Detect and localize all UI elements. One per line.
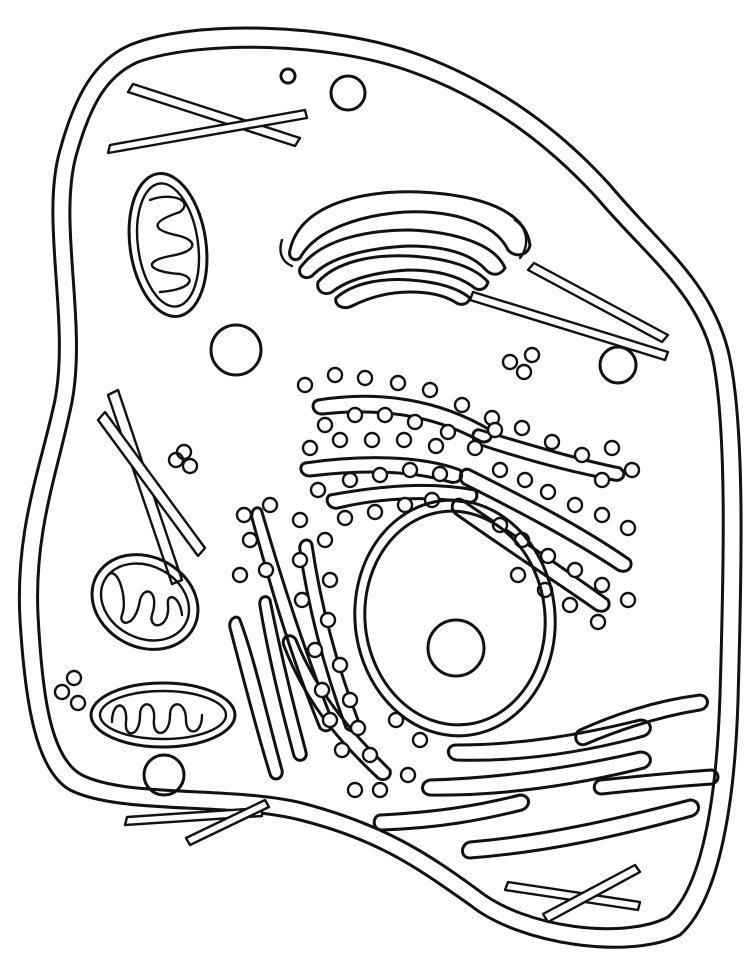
ribosome [298, 378, 312, 392]
ribosome [391, 376, 405, 390]
ribosome [237, 508, 251, 522]
ribosome [295, 593, 309, 607]
ribosome [318, 533, 332, 547]
ribosome [511, 568, 525, 582]
ribosome [568, 563, 582, 577]
ribosome [323, 573, 337, 587]
ribosome [303, 441, 317, 455]
ribosome [293, 553, 307, 567]
ribosome [378, 408, 392, 422]
ribosome [433, 467, 447, 481]
mitochondrion-bottom [91, 683, 235, 747]
ribosome [315, 683, 329, 697]
filament-left-middle [98, 390, 205, 584]
ribosome [318, 418, 332, 432]
ribosome [351, 721, 365, 735]
ribosome [397, 433, 411, 447]
ribosome [595, 578, 609, 592]
ribosome [413, 733, 427, 747]
ribosome [348, 408, 362, 422]
ribosome [338, 511, 352, 525]
ribosome [621, 593, 635, 607]
ribosome [365, 433, 379, 447]
ribosome [293, 513, 307, 527]
ribosome [311, 483, 325, 497]
ribosome [358, 371, 372, 385]
ribosome [308, 643, 322, 657]
ribosome [518, 473, 532, 487]
ribosome [625, 463, 639, 477]
ribosome [493, 463, 507, 477]
smooth-endoplasmic-reticulum [230, 597, 718, 858]
ribosome [323, 713, 337, 727]
ribosome [233, 568, 247, 582]
ribosome [363, 748, 377, 762]
ribosome [563, 598, 577, 612]
ribosome [515, 421, 529, 435]
mitochondrion-middle [75, 536, 214, 667]
ribosome [595, 473, 609, 487]
ribosome [455, 398, 469, 412]
ribosome [333, 433, 347, 447]
ribosome [348, 783, 362, 797]
ribosome [541, 549, 555, 563]
filament-top-left [108, 84, 307, 153]
ribosome [423, 383, 437, 397]
ribosome [605, 441, 619, 455]
ribosome [328, 368, 342, 382]
ribosome [575, 448, 589, 462]
ribosome [333, 658, 347, 672]
ribosome [335, 743, 349, 757]
ribosome [259, 563, 273, 577]
ribosome [403, 463, 417, 477]
ribosome [373, 783, 387, 797]
ribosome [368, 505, 382, 519]
nucleolus [428, 620, 484, 676]
ribosome [541, 485, 555, 499]
ribosome [591, 615, 605, 629]
mitochondria [75, 168, 235, 747]
ribosome [343, 693, 357, 707]
ribosome [441, 425, 455, 439]
ribosome [263, 498, 277, 512]
ribosome [408, 415, 422, 429]
ribosome [545, 435, 559, 449]
ribosome [429, 439, 443, 453]
ribosome [568, 498, 582, 512]
ribosome [488, 423, 502, 437]
filament-right [470, 263, 668, 360]
ribosome [401, 768, 415, 782]
ribosome [373, 468, 387, 482]
nucleus [343, 490, 567, 746]
ribosome [468, 441, 482, 455]
ribosome [343, 473, 357, 487]
ribosome [321, 613, 335, 627]
ribosome [621, 521, 635, 535]
ribosome [243, 533, 257, 547]
golgi-apparatus [280, 192, 530, 308]
mitochondrion-top [120, 168, 215, 321]
ribosome [595, 508, 609, 522]
